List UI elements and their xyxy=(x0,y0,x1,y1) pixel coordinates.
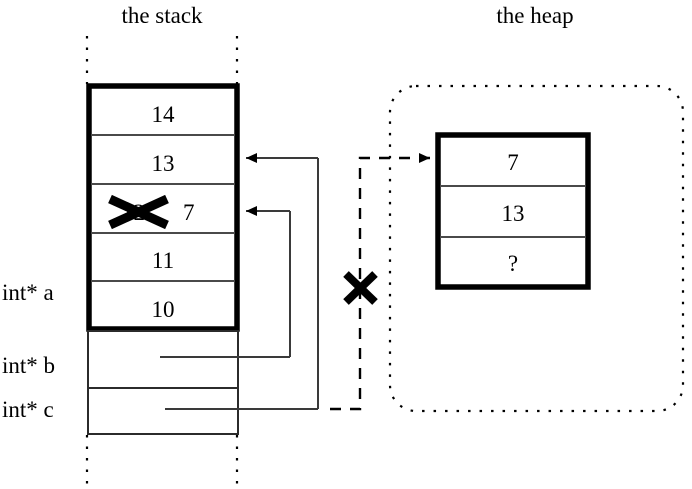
pointer-a-to-heap-dashed xyxy=(330,153,430,411)
stack-cell-value-1: 13 xyxy=(151,151,175,176)
heap-cell-value-1: 13 xyxy=(501,201,525,226)
heap-allocated-block xyxy=(435,132,591,290)
heap-cell-value-0: 7 xyxy=(507,150,519,175)
stack-cell-value-0: 14 xyxy=(151,102,175,127)
stack-cell-value-2-replacement: 7 xyxy=(183,200,195,225)
broken-pointer-x-mark xyxy=(343,271,378,305)
stack-allocated-block xyxy=(86,83,240,332)
struck-value-x-mark xyxy=(108,194,169,230)
stack-variable-label-b: int* b xyxy=(2,353,56,378)
heap-region-boundary xyxy=(388,84,685,413)
stack-cell-value-4: 10 xyxy=(151,297,175,322)
stack-variable-block xyxy=(87,330,239,435)
stack-cell-value-2-struck: 12 xyxy=(122,200,145,225)
stack-variable-label-a: int* a xyxy=(2,280,54,305)
pointer-c-to-stack-cell xyxy=(165,153,319,410)
stack-cell-value-3: 11 xyxy=(151,248,175,273)
heap-cell-value-2: ? xyxy=(507,251,519,276)
stack-variable-label-c: int* c xyxy=(2,397,54,422)
pointer-b-to-stack-cell xyxy=(160,206,291,358)
heap-title: the heap xyxy=(496,3,574,28)
stack-title: the stack xyxy=(121,3,203,28)
